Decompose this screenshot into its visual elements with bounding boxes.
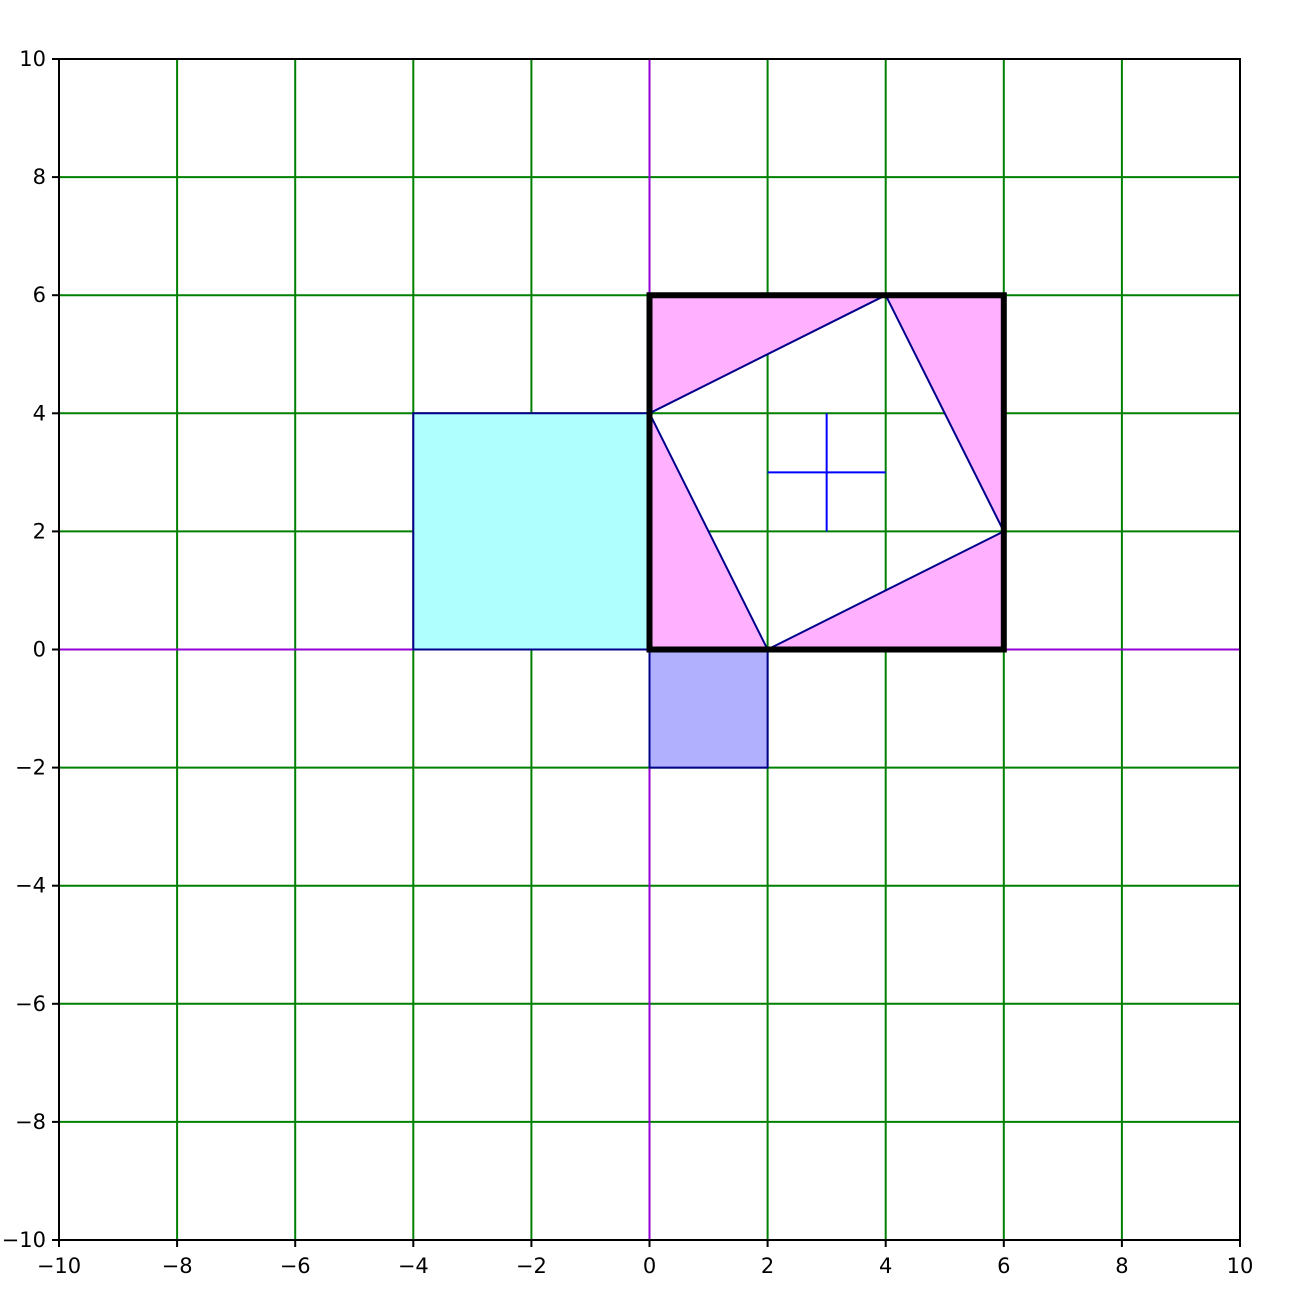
- x-tick-label: 8: [1115, 1254, 1128, 1278]
- y-tick-label: 10: [19, 47, 46, 71]
- x-tick-label: −4: [398, 1254, 429, 1278]
- y-tick-label: 8: [33, 165, 46, 189]
- y-tick-label: −6: [15, 992, 46, 1016]
- y-tick-label: 2: [33, 519, 46, 543]
- x-tick-label: 10: [1227, 1254, 1254, 1278]
- center-cross: [767, 413, 886, 532]
- x-tick-label: −10: [37, 1254, 81, 1278]
- x-tick-label: 2: [761, 1254, 774, 1278]
- y-tick-label: 0: [33, 638, 46, 662]
- x-tick-label: −6: [280, 1254, 311, 1278]
- x-tick-label: 4: [879, 1254, 892, 1278]
- y-tick-label: 6: [33, 283, 46, 307]
- blue-square: [648, 648, 769, 769]
- y-tick-label: 4: [33, 401, 46, 425]
- outline-square: [646, 292, 1007, 653]
- outline-square-border: [646, 292, 1007, 653]
- geometric-shapes: [412, 294, 1005, 769]
- x-tick-label: −2: [516, 1254, 547, 1278]
- x-tick-label: −8: [162, 1254, 193, 1278]
- x-tick-label: 6: [997, 1254, 1010, 1278]
- y-tick-label: −4: [15, 874, 46, 898]
- y-tick-label: −10: [2, 1228, 46, 1252]
- y-tick-label: −8: [15, 1110, 46, 1134]
- y-tick-label: −2: [15, 756, 46, 780]
- tick-labels: −10 −8 −6 −4 −2 0 2 4 6 8 10 −10 −8 −6 −4 −2 0 2 4 6 8 10: [2, 47, 1254, 1278]
- x-tick-label: 0: [643, 1254, 656, 1278]
- cyan-square: [412, 412, 651, 651]
